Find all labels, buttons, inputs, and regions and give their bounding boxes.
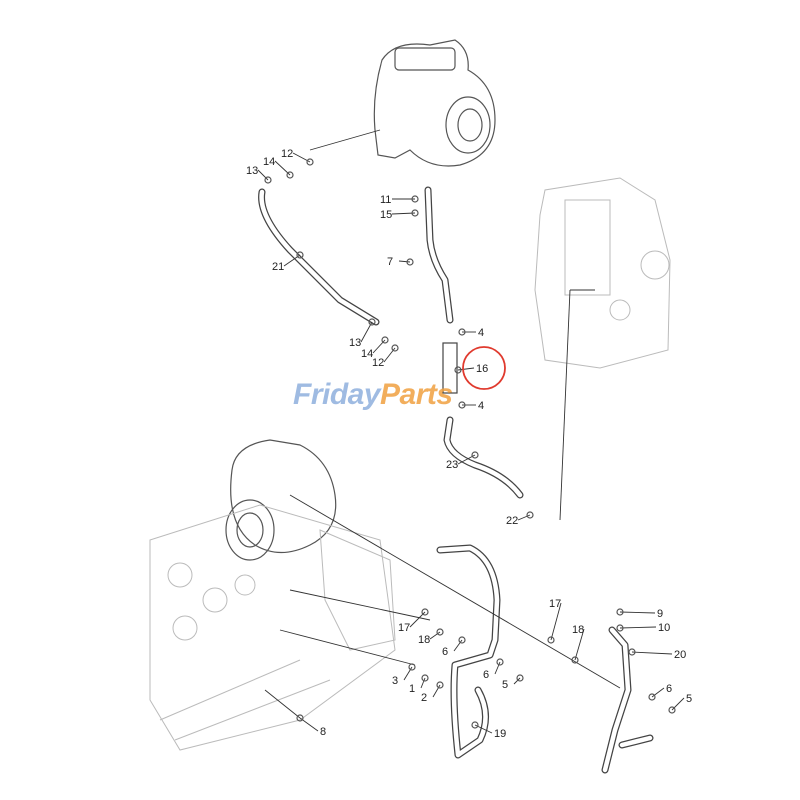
guide-lines [264, 129, 621, 719]
callout-label-8: 8 [320, 726, 326, 738]
part-fitting [628, 648, 636, 656]
part-fitting [458, 636, 466, 644]
callout-label-6: 6 [666, 683, 672, 695]
part-fitting [421, 674, 429, 682]
part-fitting [616, 608, 624, 616]
part-fitting [458, 328, 466, 336]
part-fitting [368, 318, 376, 326]
callout-leader [550, 602, 562, 641]
part-fitting [648, 693, 656, 701]
callout-leader [574, 628, 585, 661]
watermark-part2: Parts [380, 378, 453, 411]
callout-label-7: 7 [387, 256, 393, 268]
part-fitting [296, 251, 304, 259]
callout-label-5: 5 [686, 693, 692, 705]
callout-label-13: 13 [349, 337, 361, 349]
callout-label-6: 6 [442, 646, 448, 658]
callout-label-13: 13 [246, 165, 258, 177]
part-fitting [408, 663, 416, 671]
callout-leader [420, 677, 426, 689]
pipes [258, 186, 654, 774]
part-fitting [411, 195, 419, 203]
callout-label-17: 17 [549, 598, 561, 610]
callout-label-2: 2 [421, 692, 427, 704]
callout-label-15: 15 [380, 209, 392, 221]
callout-leader [494, 661, 501, 675]
callout-label-19: 19 [494, 728, 506, 740]
part-fitting [526, 511, 534, 519]
callout-label-22: 22 [506, 515, 518, 527]
callout-leader [631, 651, 673, 655]
part-fitting [264, 176, 272, 184]
upper-engine-block [534, 177, 671, 369]
callout-label-12: 12 [281, 148, 293, 160]
callout-label-5: 5 [502, 679, 508, 691]
callout-label-23: 23 [446, 459, 458, 471]
part-fitting [454, 366, 462, 374]
callout-label-4: 4 [478, 327, 484, 339]
watermark-part1: Friday [293, 378, 381, 411]
callout-leader [429, 631, 441, 640]
callout-leader [398, 260, 411, 263]
watermark-logo: FridayParts [293, 378, 453, 412]
part-fitting [571, 656, 579, 664]
lower-engine-assembly [149, 439, 396, 751]
part-fitting [381, 336, 389, 344]
callout-leader [299, 717, 319, 732]
callouts: 1214132111157416423221314121718665312198… [246, 148, 692, 740]
callout-label-21: 21 [272, 261, 284, 273]
part-fitting [516, 674, 524, 682]
callout-label-20: 20 [674, 649, 686, 661]
part-fitting [547, 636, 555, 644]
callout-label-4: 4 [478, 400, 484, 412]
part-fitting [471, 451, 479, 459]
callout-label-14: 14 [263, 156, 275, 168]
part-fitting [471, 721, 479, 729]
callout-leader [513, 677, 521, 685]
callout-label-16: 16 [476, 363, 488, 375]
callout-label-6: 6 [483, 669, 489, 681]
callout-leader [391, 212, 416, 215]
callout-leader [257, 169, 269, 181]
part-fitting [296, 714, 304, 722]
part-fitting [286, 171, 294, 179]
part-fitting [496, 658, 504, 666]
callout-leader [651, 687, 665, 698]
part-fitting [458, 401, 466, 409]
upper-turbocharger [373, 39, 496, 167]
callout-leader [619, 626, 657, 629]
highlight-circle [462, 346, 506, 390]
callout-label-12: 12 [372, 357, 384, 369]
part-fitting [436, 681, 444, 689]
callout-leader [360, 321, 373, 343]
callout-label-18: 18 [572, 624, 584, 636]
part-fitting [391, 344, 399, 352]
callout-label-14: 14 [361, 348, 373, 360]
callout-label-10: 10 [658, 622, 670, 634]
callout-label-1: 1 [409, 683, 415, 695]
part-fitting [616, 624, 624, 632]
part-fitting [406, 258, 414, 266]
part-fitting [411, 209, 419, 217]
callout-label-17: 17 [398, 622, 410, 634]
callout-leader [432, 684, 441, 698]
callout-label-11: 11 [380, 194, 391, 206]
part-fitting [668, 706, 676, 714]
callout-label-3: 3 [392, 675, 398, 687]
callout-leader [517, 514, 531, 521]
part-fitting [436, 628, 444, 636]
callout-label-9: 9 [657, 608, 663, 620]
callout-leader [453, 639, 463, 652]
callout-leader [619, 611, 656, 614]
callout-label-18: 18 [418, 634, 430, 646]
part-fitting [421, 608, 429, 616]
callout-leader [403, 666, 413, 681]
part-fitting [306, 158, 314, 166]
